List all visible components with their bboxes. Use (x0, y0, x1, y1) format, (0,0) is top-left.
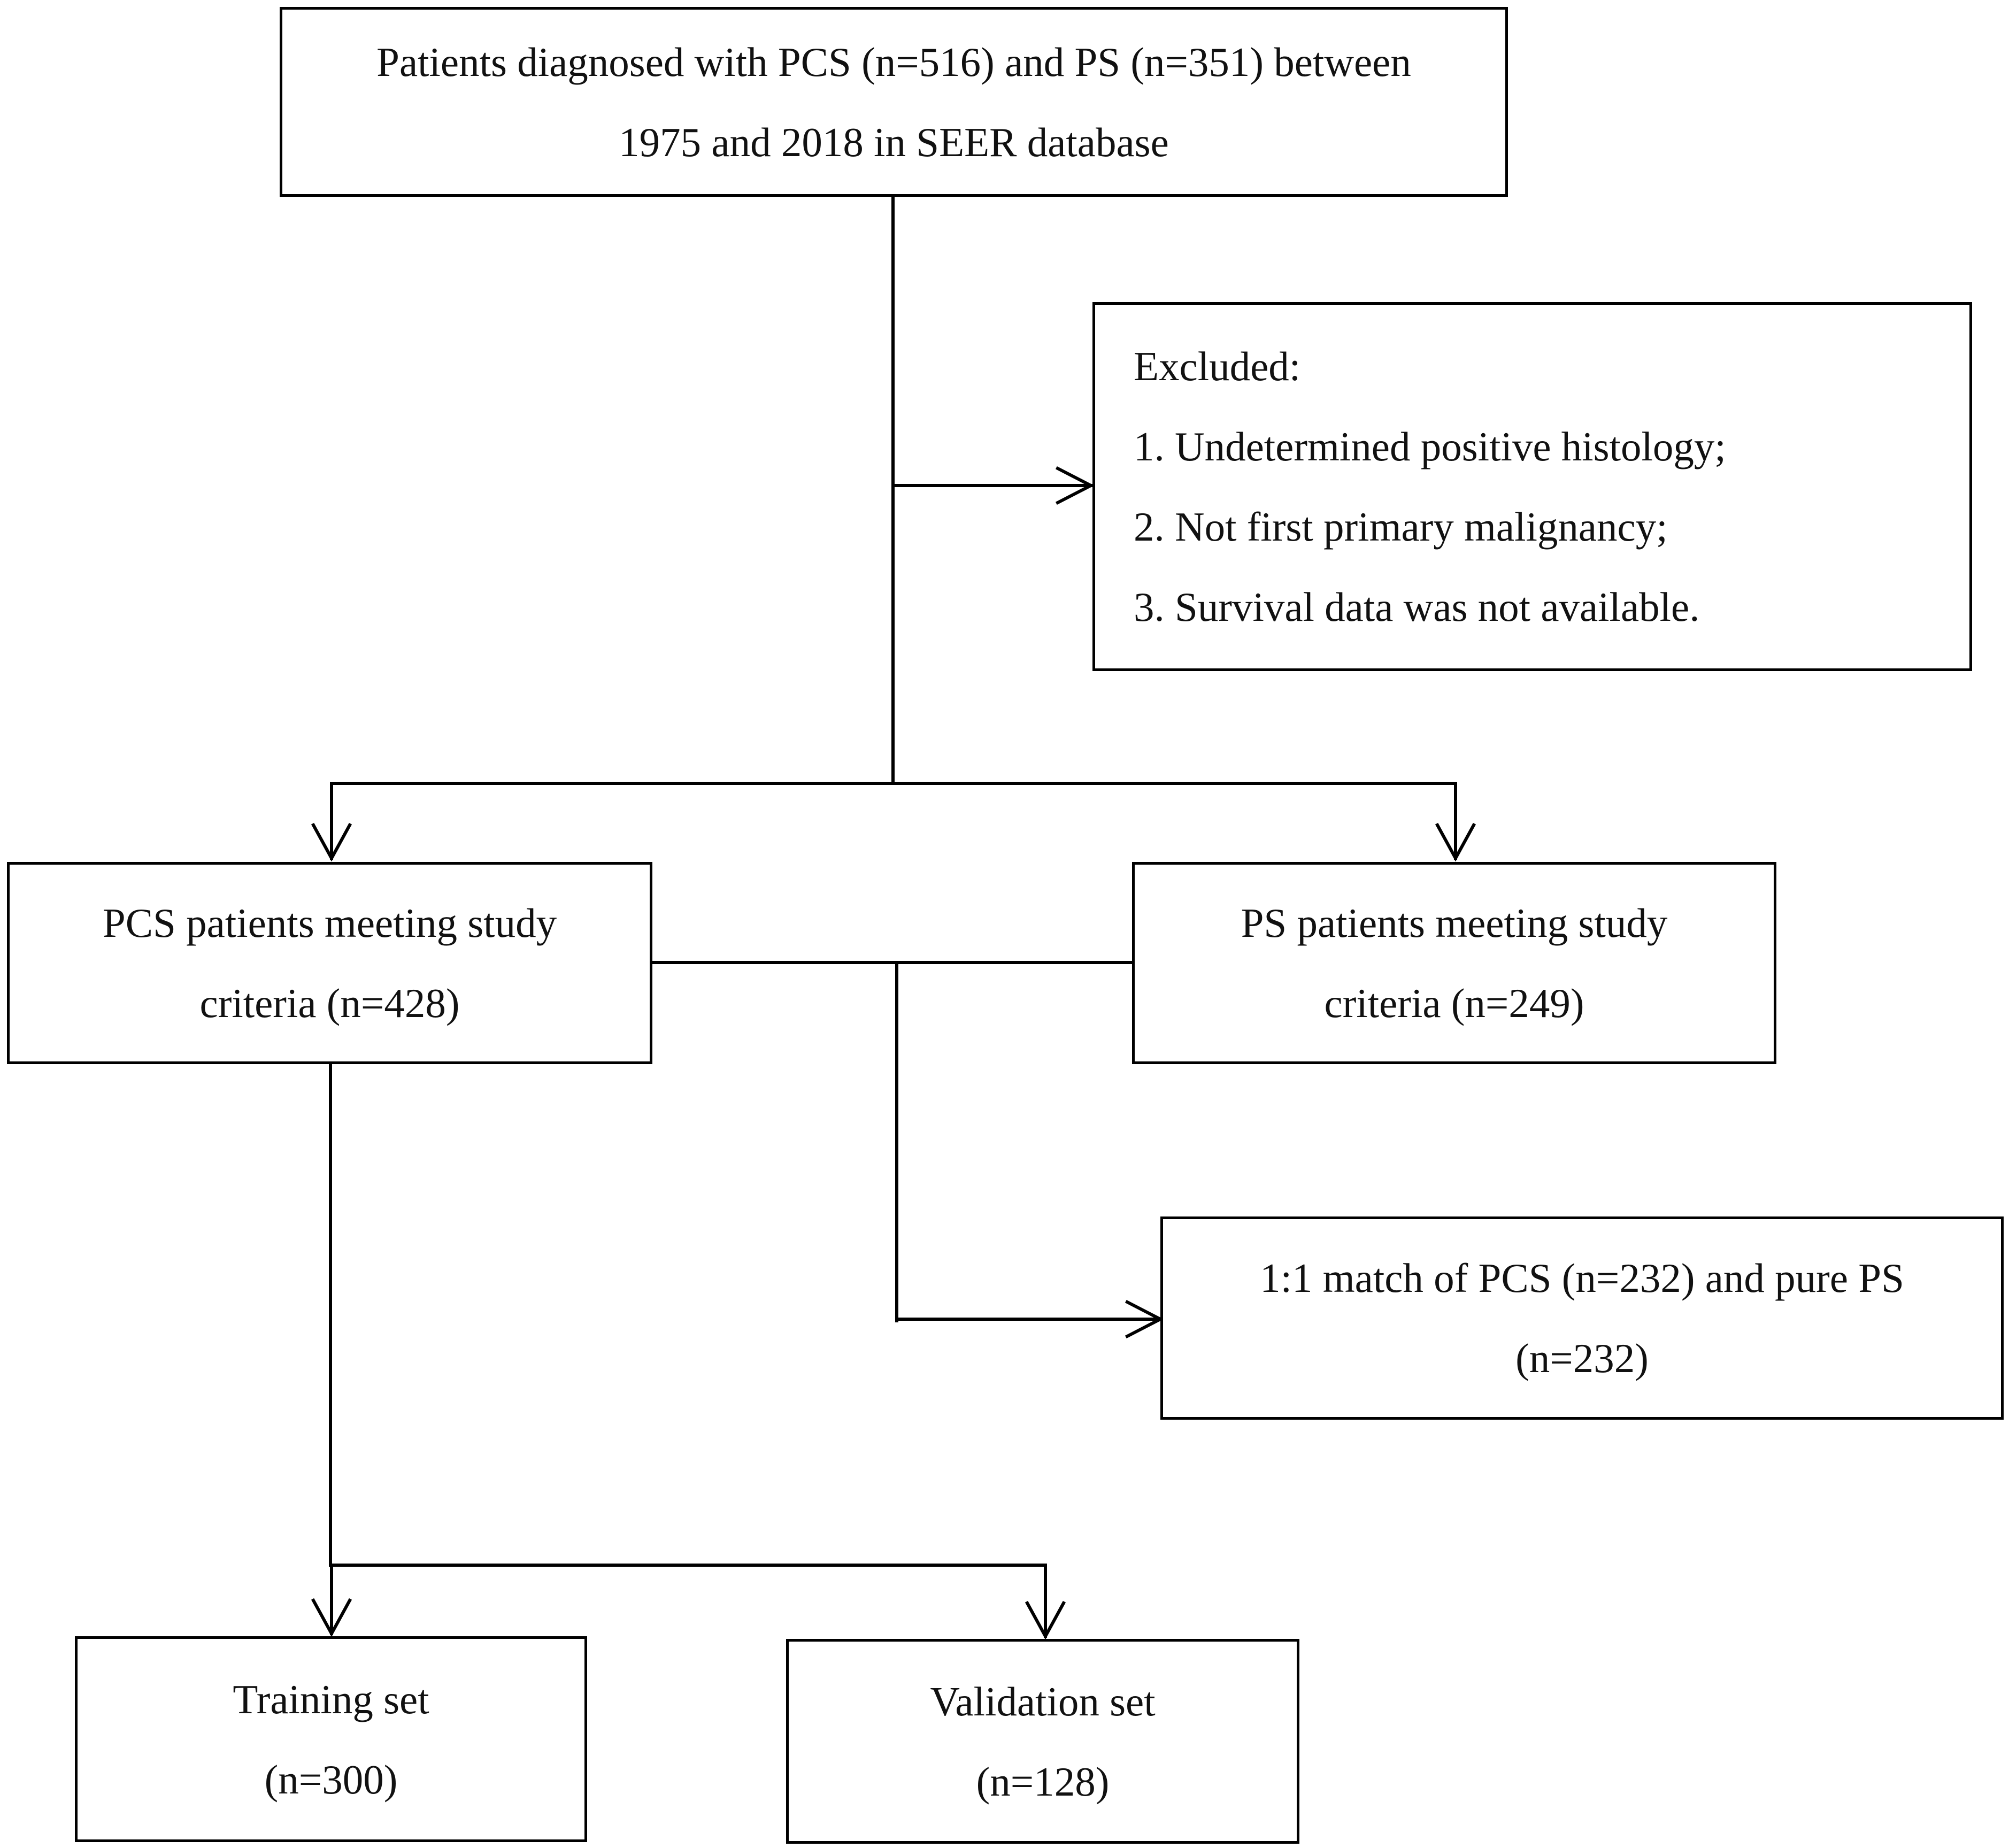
training-line-2: (n=300) (264, 1756, 398, 1803)
source-box: Patients diagnosed with PCS (n=516) and … (280, 7, 1508, 197)
pcs-arrowhead (311, 822, 352, 862)
excluded-item-1: 1. Undetermined positive histology; (1134, 424, 1726, 469)
matched-line-2: (n=232) (1515, 1335, 1649, 1381)
training-line-1: Training set (233, 1676, 429, 1722)
excluded-arrowhead (1055, 466, 1095, 505)
matched-line-1: 1:1 match of PCS (n=232) and pure PS (1260, 1255, 1904, 1301)
source-line-1: Patients diagnosed with PCS (n=516) and … (376, 38, 1411, 85)
excluded-item-2: 2. Not first primary malignancy; (1134, 504, 1668, 550)
training-box: Training set (n=300) (75, 1636, 587, 1842)
ps-arrowhead (1435, 822, 1476, 862)
pcs-cohort-box: PCS patients meeting study criteria (n=4… (7, 862, 652, 1064)
excluded-item-3: 3. Survival data was not available. (1134, 584, 1700, 630)
training-arrowhead (311, 1598, 352, 1637)
validation-line-1: Validation set (930, 1678, 1156, 1724)
validation-arrowhead (1025, 1600, 1066, 1640)
ps-cohort-line-1: PS patients meeting study (1241, 900, 1668, 946)
ps-cohort-line-2: criteria (n=249) (1324, 980, 1584, 1026)
excluded-box: Excluded: 1. Undetermined positive histo… (1092, 302, 1972, 671)
excluded-title: Excluded: (1134, 343, 1301, 389)
matched-box: 1:1 match of PCS (n=232) and pure PS (n=… (1160, 1216, 2004, 1420)
pcs-cohort-line-2: criteria (n=428) (199, 980, 460, 1026)
pcs-cohort-line-1: PCS patients meeting study (102, 900, 557, 946)
ps-cohort-box: PS patients meeting study criteria (n=24… (1132, 862, 1776, 1064)
validation-box: Validation set (n=128) (786, 1639, 1299, 1844)
source-line-2: 1975 and 2018 in SEER database (619, 119, 1169, 165)
validation-line-2: (n=128) (976, 1758, 1110, 1805)
